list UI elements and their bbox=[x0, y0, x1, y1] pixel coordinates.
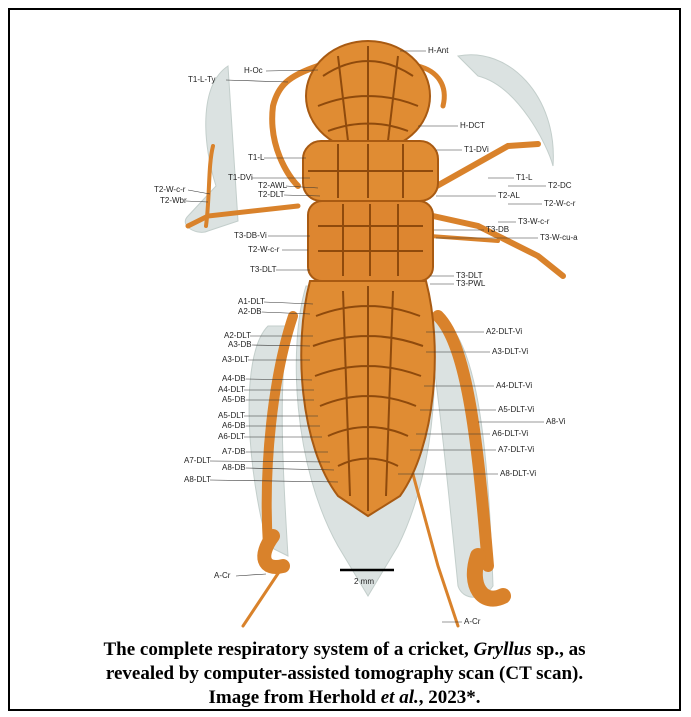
label-a2-dlt-vi: A2-DLT-Vi bbox=[486, 327, 522, 336]
label-a7-dlt: A7-DLT bbox=[184, 456, 211, 465]
caption-genus: Gryllus bbox=[474, 639, 532, 660]
label-t3-w-c-r: T3-W-c-r bbox=[518, 217, 550, 226]
scale-bar-label: 2 mm bbox=[354, 577, 374, 586]
label-t1-l-right: T1-L bbox=[516, 173, 533, 182]
label-a5-db: A5-DB bbox=[222, 395, 246, 404]
label-h-dct: H-DCT bbox=[460, 121, 485, 130]
label-a4-db: A4-DB bbox=[222, 374, 246, 383]
thorax-tracheae bbox=[303, 141, 438, 281]
label-t2-dc: T2-DC bbox=[548, 181, 572, 190]
label-t2-wbr: T2-Wbr bbox=[160, 196, 187, 205]
label-a6-dlt: A6-DLT bbox=[218, 432, 245, 441]
figure-frame: T1-L-Ty H-Oc T1-L T1-DVi T2-AWL T2-DLT T… bbox=[8, 8, 681, 711]
label-a3-dlt-vi: A3-DLT-Vi bbox=[492, 347, 528, 356]
caption-line-3: Image from Herhold et al., 2023*. bbox=[24, 686, 665, 710]
label-t3-db: T3-DB bbox=[486, 225, 509, 234]
label-t3-pwl: T3-PWL bbox=[456, 279, 486, 288]
caption-line-1: The complete respiratory system of a cri… bbox=[24, 638, 665, 662]
head-tracheae bbox=[306, 41, 430, 151]
label-a1-dlt: A1-DLT bbox=[238, 297, 265, 306]
label-a6-db: A6-DB bbox=[222, 421, 246, 430]
label-t3-w-cu-a: T3-W-cu-a bbox=[540, 233, 578, 242]
label-a2-db: A2-DB bbox=[238, 307, 262, 316]
ct-scan-figure: T1-L-Ty H-Oc T1-L T1-DVi T2-AWL T2-DLT T… bbox=[38, 26, 662, 632]
label-a5-dlt-vi: A5-DLT-Vi bbox=[498, 405, 534, 414]
label-a7-dlt-vi: A7-DLT-Vi bbox=[498, 445, 534, 454]
label-h-oc: H-Oc bbox=[244, 66, 263, 75]
label-h-ant: H-Ant bbox=[428, 46, 449, 55]
label-t1-dvi: T1-DVi bbox=[228, 173, 253, 182]
label-t2-al: T2-AL bbox=[498, 191, 520, 200]
label-a7-db: A7-DB bbox=[222, 447, 246, 456]
label-t2-dlt: T2-DLT bbox=[258, 190, 285, 199]
label-a-cr-right: A-Cr bbox=[464, 617, 481, 626]
caption-etal: et al. bbox=[381, 687, 419, 708]
label-t1-l: T1-L bbox=[248, 153, 265, 162]
label-t2-w-c-r: T2-W-c-r bbox=[154, 185, 186, 194]
label-a6-dlt-vi: A6-DLT-Vi bbox=[492, 429, 528, 438]
caption-line-2: revealed by computer-assisted tomography… bbox=[24, 662, 665, 686]
cricket-ct-image: T1-L-Ty H-Oc T1-L T1-DVi T2-AWL T2-DLT T… bbox=[38, 26, 662, 632]
label-t2-w-c-r-2: T2-W-c-r bbox=[248, 245, 280, 254]
label-a2-dlt: A2-DLT bbox=[224, 331, 251, 340]
label-a8-vi: A8-Vi bbox=[546, 417, 566, 426]
label-t3-dlt: T3-DLT bbox=[250, 265, 277, 274]
figure-caption: The complete respiratory system of a cri… bbox=[24, 638, 665, 710]
label-a8-db: A8-DB bbox=[222, 463, 246, 472]
label-a-cr-left: A-Cr bbox=[214, 571, 231, 580]
label-t2-awl: T2-AWL bbox=[258, 181, 288, 190]
label-a4-dlt: A4-DLT bbox=[218, 385, 245, 394]
label-t2-w-c-r-right: T2-W-c-r bbox=[544, 199, 576, 208]
label-a8-dlt: A8-DLT bbox=[184, 475, 211, 484]
label-a5-dlt: A5-DLT bbox=[218, 411, 245, 420]
label-a3-db: A3-DB bbox=[228, 340, 252, 349]
label-a3-dlt: A3-DLT bbox=[222, 355, 249, 364]
label-a8-dlt-vi: A8-DLT-Vi bbox=[500, 469, 536, 478]
label-t1-dvi-right: T1-DVi bbox=[464, 145, 489, 154]
label-t3-db-vi: T3-DB-Vi bbox=[234, 231, 267, 240]
label-t1-l-ty: T1-L-Ty bbox=[188, 75, 216, 84]
label-a4-dlt-vi: A4-DLT-Vi bbox=[496, 381, 532, 390]
